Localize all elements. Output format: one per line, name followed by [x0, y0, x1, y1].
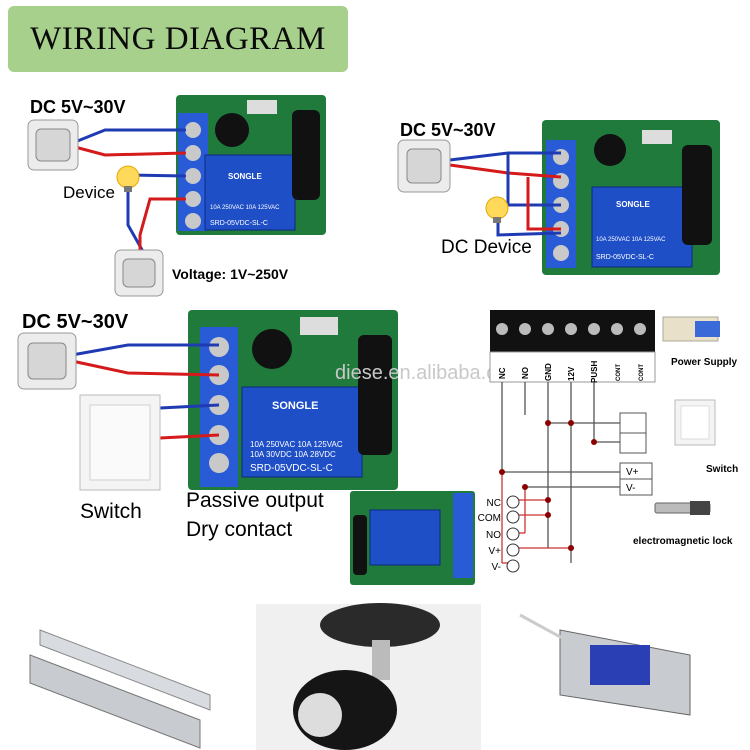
panel4-lock-icon [654, 501, 711, 515]
title-banner [8, 6, 348, 72]
panel3-switch-label: Switch [80, 500, 142, 523]
panel2-supply-label: DC 5V~30V [400, 120, 496, 140]
terminal-label-12v: 12V [567, 366, 576, 381]
panel4-wiring [501, 382, 620, 563]
pin-label-com: COM [478, 513, 501, 524]
panel4-module-pin-labels: NC COM NO V+ V- [478, 498, 502, 573]
bottom-photos [0, 600, 750, 750]
panel3-wire-switch-com [159, 403, 220, 410]
panel3-relay-board [188, 310, 398, 490]
panel4-switch-icon [674, 399, 716, 446]
panel3-relay-model: SRD-05VDC-SL-C [250, 463, 333, 474]
panel2-diagram: SONGLE 10A 250VAC 10A 125VAC SRD-05VDC-S… [397, 120, 720, 275]
panel4-vplus-label: V+ [626, 467, 639, 478]
panel4-relay-module [350, 491, 475, 585]
panel3-switch-icon [79, 394, 161, 491]
watermark: diese.en.alibaba.com [335, 362, 525, 384]
page-title: WIRING DIAGRAM [30, 20, 326, 57]
pin-label-nc: NC [487, 498, 501, 509]
panel1-voltage-label: Voltage: 1V~250V [172, 266, 289, 282]
panel4-vminus-label: V- [626, 483, 635, 494]
panel1-supply-label: DC 5V~30V [30, 97, 126, 117]
panel3-wire-supply-pos [71, 343, 219, 357]
panel2-relay-model: SRD-05VDC-SL-C [596, 254, 654, 261]
panel2-relay-brand: SONGLE [616, 200, 650, 209]
panel3-relay-rating1: 10A 250VAC 10A 125VAC [250, 440, 343, 449]
panel1-wire-supply-pos [74, 128, 186, 144]
terminal-label-cont2: CONT [639, 364, 645, 381]
panel3-output-line1: Passive output [186, 489, 324, 512]
panel1-relay-model: SRD-05VDC-SL-C [210, 220, 268, 227]
panel1-ac-plug [114, 249, 164, 297]
panel2-relay-rating: 10A 250VAC 10A 125VAC [596, 237, 666, 243]
panel2-wire-no [526, 177, 561, 231]
panel1-wire-device-return [126, 185, 147, 256]
panel2-bulb-icon [485, 196, 509, 223]
panel1-wire-supply-neg [74, 145, 187, 157]
panel3-relay-brand: SONGLE [272, 400, 318, 412]
panel2-relay-board [542, 120, 720, 275]
panel1-bulb-icon [116, 165, 140, 192]
terminal-label-cont1: CONT [616, 364, 622, 381]
panel4-switch-terminal2 [619, 432, 647, 454]
spotlight-photo [256, 603, 481, 750]
maglock-photo [0, 600, 240, 750]
panel4-vminus-terminal [619, 478, 653, 496]
panel4-junction-dots [499, 420, 597, 551]
pin-label-vplus: V+ [488, 546, 501, 557]
panel1-relay-rating: 10A 250VAC 10A 125VAC [210, 205, 280, 211]
panel3-supply-plug [17, 332, 77, 390]
panel4-diagram: NC NO GND 12V PUSH CONT CONT Power Suppl… [350, 310, 738, 585]
panel1-supply-plug [27, 119, 79, 171]
panel4-power-supply-label: Power Supply [671, 357, 738, 368]
terminal-label-gnd: GND [544, 363, 553, 381]
panel3-relay-rating2: 10A 30VDC 10A 28VDC [250, 450, 336, 459]
terminal-label-no: NO [521, 367, 530, 379]
panel4-power-supply-icon [662, 316, 720, 342]
solenoid-photo [495, 600, 750, 750]
panel4-switch-label: Switch [706, 464, 738, 475]
panel1-wire-load [138, 197, 186, 255]
panel3-wire-switch-no [159, 433, 220, 440]
panel4-terminal-screws [496, 323, 646, 335]
panel3-output-line2: Dry contact [186, 518, 293, 541]
panel1-relay-board [176, 95, 326, 235]
panel4-module-pins [506, 495, 520, 573]
panel1-device-label: Device [63, 183, 115, 202]
panel4-lock-label: electromagnetic lock [633, 536, 733, 547]
panel4-terminal-labels: NC NO GND 12V PUSH CONT CONT [498, 361, 645, 383]
pin-label-no: NO [486, 530, 501, 541]
panel3-diagram: SONGLE 10A 250VAC 10A 125VAC 10A 30VDC 1… [17, 310, 398, 491]
panel2-supply-plug [397, 139, 451, 193]
panel1-relay-brand: SONGLE [228, 172, 262, 181]
pin-label-vminus: V- [492, 562, 501, 573]
panel3-wire-supply-neg [71, 359, 220, 377]
panel2-device-label: DC Device [441, 237, 532, 258]
terminal-label-push: PUSH [590, 361, 599, 383]
panel4-switch-terminal1 [619, 412, 647, 434]
terminal-label-nc: NC [498, 367, 507, 379]
panel3-supply-label: DC 5V~30V [22, 311, 129, 333]
panel1-diagram: SONGLE 10A 250VAC 10A 125VAC SRD-05VDC-S… [27, 95, 326, 297]
